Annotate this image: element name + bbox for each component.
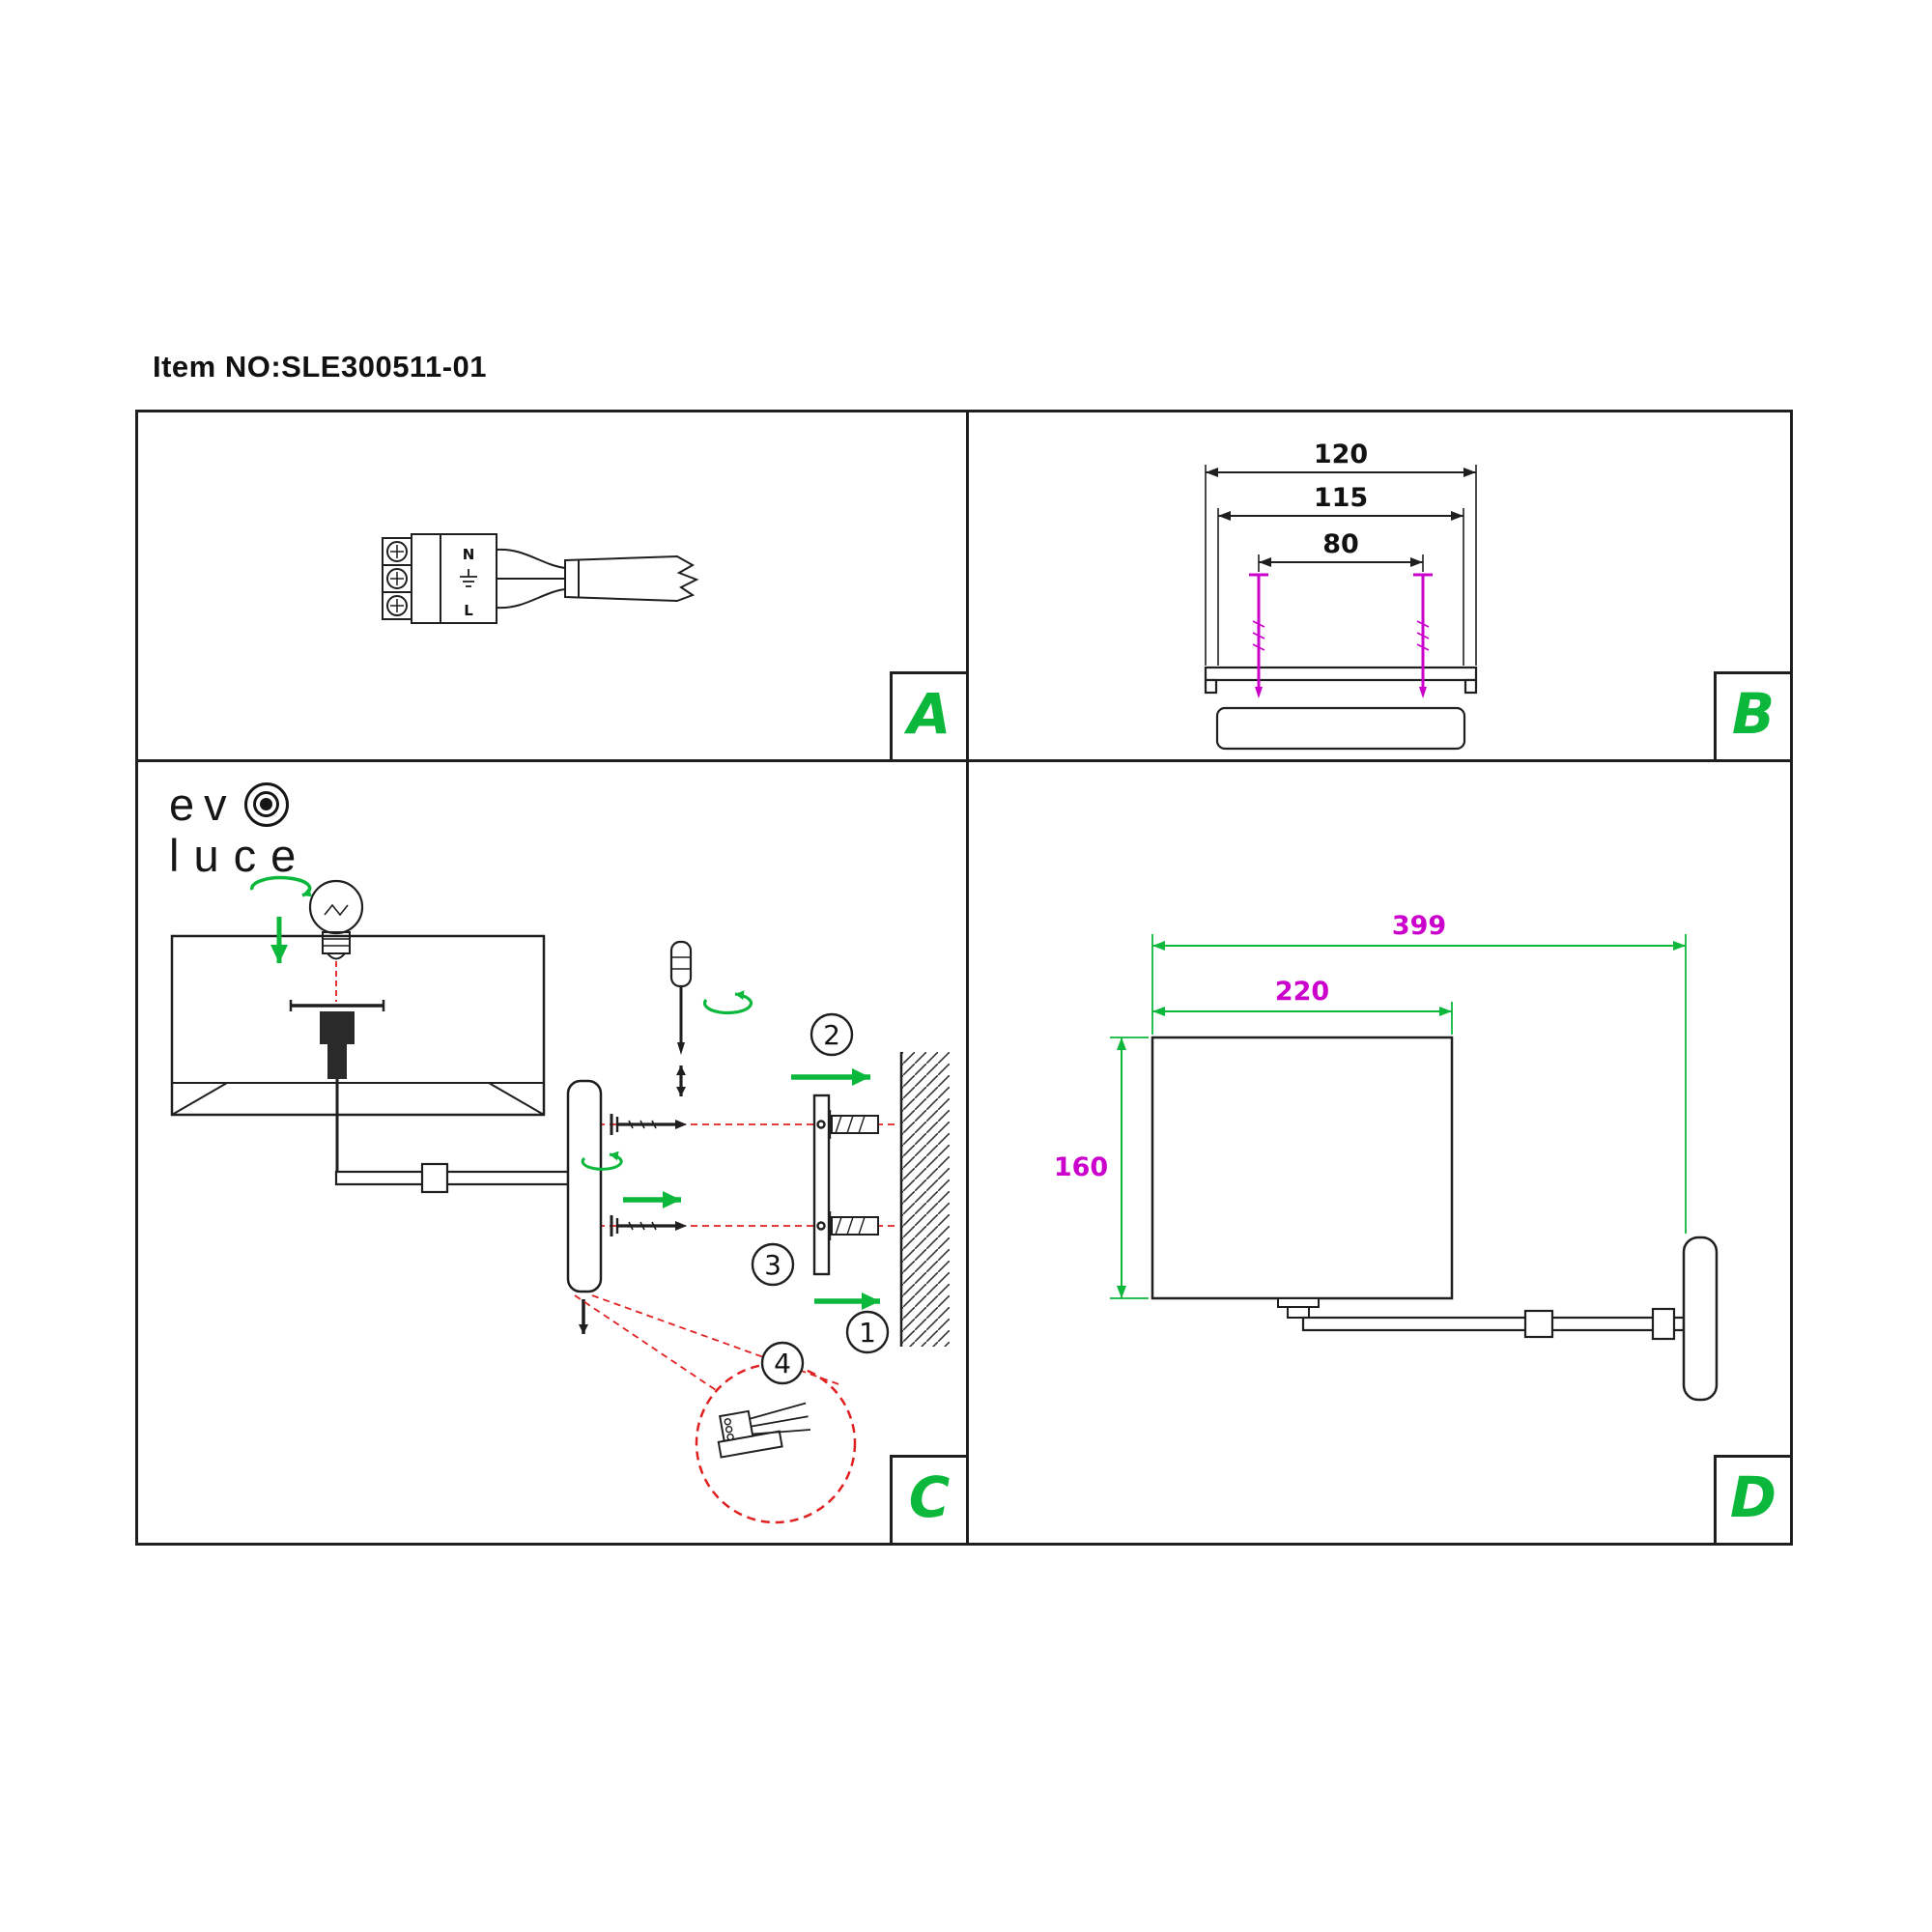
alignment-dashes [598,1123,899,1227]
panel-a: N L A [138,412,969,762]
dim-80-label: 80 [1322,529,1359,559]
shade-outline [1151,1036,1454,1300]
step-2-label: 2 [823,1019,840,1051]
dim-120-label: 120 [1314,440,1368,469]
mounting-bracket [1204,666,1478,695]
dimension-lines [1206,468,1476,567]
lamp-shade [170,934,546,1117]
terminal-label-l: L [464,602,473,619]
panel-c-label: C [908,1464,951,1530]
step-4-label: 4 [774,1348,791,1379]
arm-joint [1523,1309,1554,1339]
mounting-screws-icon [1249,573,1433,698]
panel-a-label: A [907,681,952,747]
panel-b: 120 115 80 [969,412,1793,762]
plate-rotate-arrow-icon [581,1151,623,1171]
extension-lines [1205,465,1477,666]
backplate-outline [1682,1236,1719,1402]
dim-220-label: 220 [1275,977,1329,1007]
dim-160-label: 160 [1054,1152,1108,1182]
lamp-arm [334,1079,570,1194]
screwdriver-rotate-arrow-icon [702,990,753,1015]
fixture-side-view [1151,1036,1719,1402]
wall-hatch [899,1052,950,1347]
dimension-lines-green [1117,941,1686,1298]
panel-d-label-box: D [1714,1455,1793,1546]
panel-b-label: B [1731,681,1776,747]
arm-outline [1301,1316,1686,1332]
panel-a-diagram: N L [382,533,699,624]
backplate [566,1079,603,1293]
wires [496,548,566,610]
detail-callout: 4 [574,1294,857,1524]
fixing-screws-icon [610,1114,687,1236]
screw-slots-icon [390,545,404,612]
bulb-icon [308,879,364,960]
panel-d-diagram: 399 220 160 [1054,911,1719,1402]
socket-assembly [289,1000,385,1079]
logo-text-luce: luce [169,830,311,881]
item-number: Item NO:SLE300511-01 [153,350,488,384]
wall-anchor-icon [828,1110,879,1240]
extension-lines-green [1110,934,1687,1299]
panel-c-diagram: 2 3 1 4 [170,875,950,1524]
panel-c-label-box: C [890,1455,969,1546]
panel-b-diagram: 120 115 80 [1204,440,1478,751]
logo-text-ev: ev [169,779,237,830]
direction-arrows [623,1068,880,1310]
terminal-block [382,533,497,624]
earth-symbol-icon [460,569,477,587]
panel-c: ev luce [138,762,969,1546]
panel-d-label: D [1729,1464,1777,1530]
dim-399-label: 399 [1392,911,1446,941]
panel-a-label-box: A [890,671,969,762]
panel-grid: N L A [135,410,1793,1546]
cable [564,554,699,603]
panel-b-label-box: B [1714,671,1793,762]
panel-d: 399 220 160 D [969,762,1793,1546]
dim-115-label: 115 [1314,483,1368,513]
step-markers: 2 3 1 [751,1012,890,1354]
step-1-label: 1 [859,1317,876,1349]
plate-joint [1651,1307,1676,1341]
terminal-detail-icon [717,1402,811,1459]
terminal-label-n: N [463,546,475,563]
wall-bracket [812,1094,831,1276]
screwdriver-icon [669,940,693,1055]
brand-logo: ev luce [169,781,310,878]
logo-bullseye-icon [243,781,289,827]
bulb-rotate-arrow-icon [250,875,313,897]
step-3-label: 3 [764,1249,781,1281]
canopy-plate [1215,706,1466,751]
